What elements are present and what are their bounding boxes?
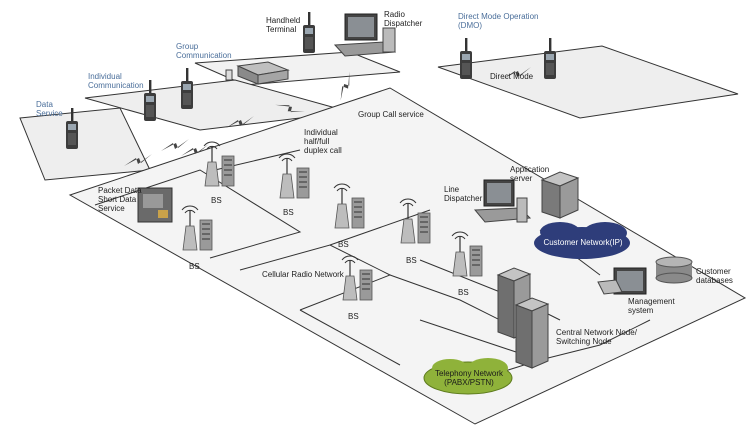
- radio-dispatcher-console-icon: [333, 13, 397, 57]
- bs-label: BS: [338, 240, 349, 249]
- line-dispatcher-console-icon: [473, 179, 532, 223]
- direct-mode-label: Direct Mode: [490, 72, 534, 81]
- data-service-plane: [19, 107, 151, 181]
- customer-network-cloud-icon: [534, 222, 630, 259]
- telephony-network-label: Telephony Network (PABX/PSTN): [434, 369, 504, 387]
- bs-label: BS: [406, 256, 417, 265]
- radio-dispatcher-label: Radio Dispatcher: [384, 10, 423, 28]
- application-server-label: Application server: [510, 165, 550, 183]
- terminal-box-icon: [225, 61, 290, 85]
- bs-label: BS: [189, 262, 200, 271]
- individual-communication-label: Individual Communication: [88, 72, 144, 90]
- packet-data-device-icon: [137, 187, 173, 223]
- cellular-radio-network-label: Cellular Radio Network: [262, 270, 344, 279]
- bs-label: BS: [458, 288, 469, 297]
- server-rack-icon: [496, 267, 550, 369]
- main-network-plane: [68, 87, 747, 425]
- telephony-network-cloud-icon: [423, 358, 513, 395]
- bs-label: BS: [283, 208, 294, 217]
- bs-label: BS: [211, 196, 222, 205]
- group-communication-label: Group Communication: [176, 42, 232, 60]
- packet-data-label: Packet Data Short Data Service: [98, 186, 142, 213]
- customer-databases-label: Customer databases: [696, 267, 733, 285]
- group-call-service-label: Group Call service: [358, 110, 424, 119]
- line-dispatcher-label: Line Dispatcher: [444, 185, 483, 203]
- central-network-node-label: Central Network Node/ Switching Node: [556, 328, 637, 346]
- data-service-label: Data Service: [36, 100, 63, 118]
- application-server-icon: [540, 171, 580, 219]
- handheld-terminal-label: Handheld Terminal: [266, 16, 301, 34]
- direct-mode-operation-label: Direct Mode Operation (DMO): [458, 12, 539, 30]
- individual-call-label: Individual half/full duplex call: [304, 128, 342, 155]
- customer-network-label: Customer Network(IP): [543, 238, 623, 247]
- dmo-plane: [437, 45, 739, 119]
- management-system-label: Management system: [628, 297, 675, 315]
- bs-label: BS: [348, 312, 359, 321]
- database-icon: [655, 256, 693, 284]
- management-system-console-icon: [597, 267, 647, 295]
